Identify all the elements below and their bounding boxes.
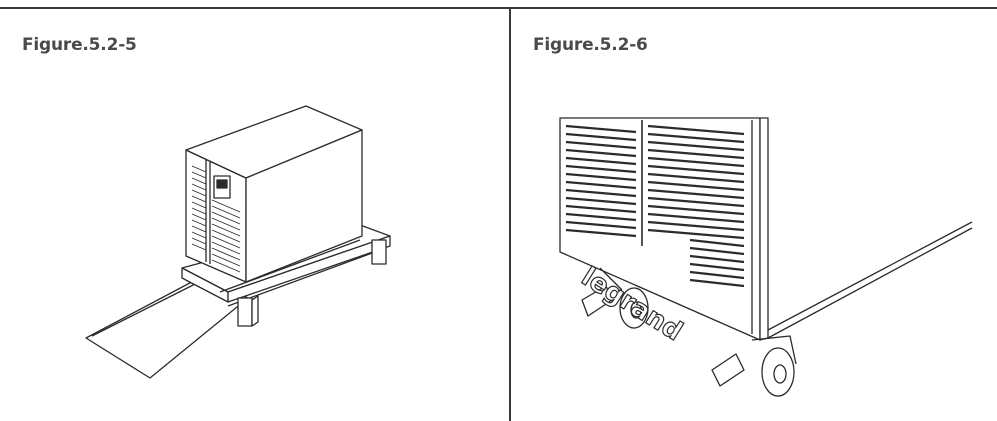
column-divider: [509, 8, 511, 421]
figure-ups-on-pallet-with-ramp: [85, 105, 391, 379]
figure-cabinet-casters-closeup: [559, 117, 973, 397]
caster-left: [581, 267, 649, 329]
caster-right: [711, 335, 797, 397]
top-divider: [0, 7, 997, 9]
figure-caption-left: Figure.5.2-5: [22, 35, 137, 55]
figure-caption-right: Figure.5.2-6: [533, 35, 648, 55]
